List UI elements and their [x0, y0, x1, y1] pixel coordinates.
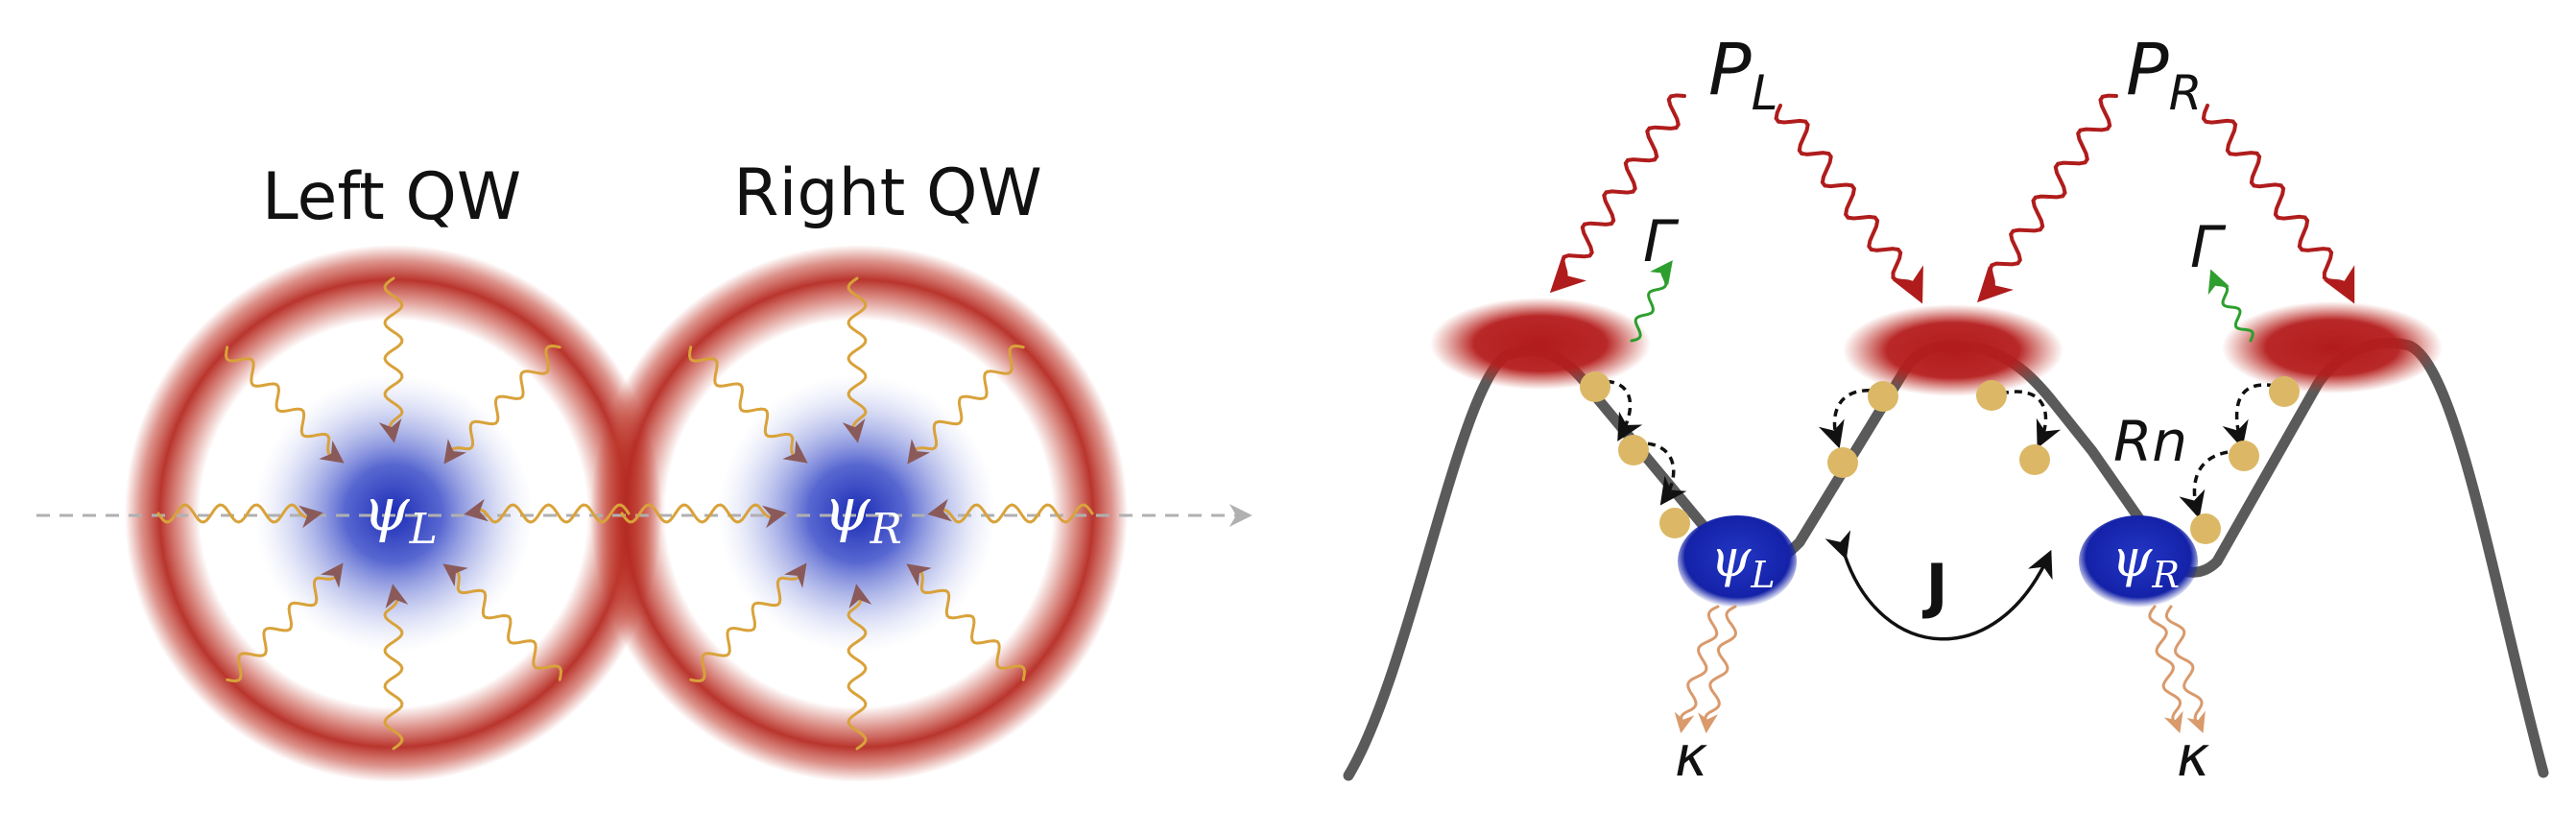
inflow-wavy-arrow [620, 503, 787, 529]
polariton-dot [2190, 513, 2221, 544]
right-inflow-wavy-arrows [620, 276, 1094, 751]
pump-right-to-center-reservoir [1976, 93, 2118, 303]
inflow-wavy-arrow [224, 346, 345, 464]
pump-left-label: PL [1708, 29, 1777, 121]
loss-arrow-right-a [2148, 605, 2183, 733]
polariton-dot [1618, 435, 1649, 465]
polariton-dot [1827, 447, 1858, 478]
inflow-wavy-arrow [442, 563, 563, 681]
inflow-wavy-arrow [687, 346, 808, 464]
pump-right-to-right-reservoir [2201, 104, 2355, 304]
pump-right-label: PR [2126, 29, 2202, 121]
condensate-right-label: ψR [2111, 528, 2180, 596]
polariton-dots [1580, 371, 2300, 544]
polariton-dot [1868, 381, 1898, 412]
coupling-arrow [1825, 530, 2053, 641]
polariton-dot [1580, 371, 1610, 402]
loss-arrow-right-b [2164, 605, 2206, 733]
relax-arrow-l1 [1592, 379, 1643, 441]
inflow-wavy-arrow [927, 498, 1094, 524]
coupling-label: J [1921, 551, 1947, 621]
inflow-wavy-arrow [378, 276, 404, 443]
relax-arrow-m2 [2000, 390, 2062, 449]
reservoir-left [1430, 298, 1651, 390]
inflow-wavy-arrow [842, 276, 868, 443]
polariton-dot [1976, 380, 2007, 411]
reservoir-center [1843, 304, 2063, 396]
inflow-wavy-arrow [689, 562, 807, 683]
right-panel: PL PR Γ Γ R [1343, 29, 2549, 789]
right-psi-label: ψR [823, 474, 902, 554]
pump-left-to-center-reservoir [1774, 104, 1923, 304]
inflow-wavy-arrow [464, 498, 631, 524]
loss-arrow-left-a [1674, 605, 1720, 734]
left-panel: Left QW Right QW ψL ψR [36, 155, 1252, 782]
inflow-wavy-arrow [907, 344, 1025, 465]
left-qw-title: Left QW [262, 159, 521, 235]
polariton-dot [2229, 441, 2259, 471]
inflow-wavy-arrow [156, 503, 323, 529]
condensate-right [2079, 515, 2198, 608]
polariton-dot [2019, 444, 2050, 475]
loss-arrows [1674, 605, 2206, 734]
gamma-left-label: Γ [1643, 208, 1680, 275]
relax-arrow-r2 [2179, 449, 2242, 519]
kappa-left-label: κ [1675, 724, 1707, 789]
gamma-arrow-right [2207, 269, 2254, 343]
relax-arrow-l2 [1634, 441, 1687, 506]
relaxation-arrows [1592, 379, 2276, 519]
polariton-dot [2269, 376, 2300, 407]
relaxation-label: Rn [2113, 409, 2187, 474]
pump-arrows [1549, 93, 2355, 304]
inflow-wavy-arrow [226, 562, 344, 683]
inflow-wavy-arrow [443, 344, 561, 465]
relax-arrow-m1 [1818, 388, 1884, 449]
kappa-right-label: κ [2177, 724, 2209, 789]
polariton-dot [1659, 508, 1690, 538]
gamma-right-label: Γ [2190, 214, 2227, 281]
gamma-decay-arrows [1630, 260, 2254, 343]
condensate-left [1678, 515, 1797, 608]
pump-left-to-left-reservoir [1549, 93, 1686, 294]
condensate-left-label: ψL [1710, 528, 1776, 596]
gamma-arrow-left [1630, 260, 1673, 343]
inflow-wavy-arrow [847, 584, 872, 751]
right-qw-title: Right QW [733, 155, 1041, 231]
inflow-wavy-arrow [383, 584, 409, 751]
reservoir-right [2222, 301, 2443, 394]
inflow-wavy-arrow [906, 563, 1027, 681]
left-psi-label: ψL [363, 474, 438, 554]
loss-arrow-left-b [1698, 605, 1738, 734]
left-inflow-wavy-arrows [156, 276, 631, 751]
relax-arrow-r1 [2222, 383, 2276, 449]
